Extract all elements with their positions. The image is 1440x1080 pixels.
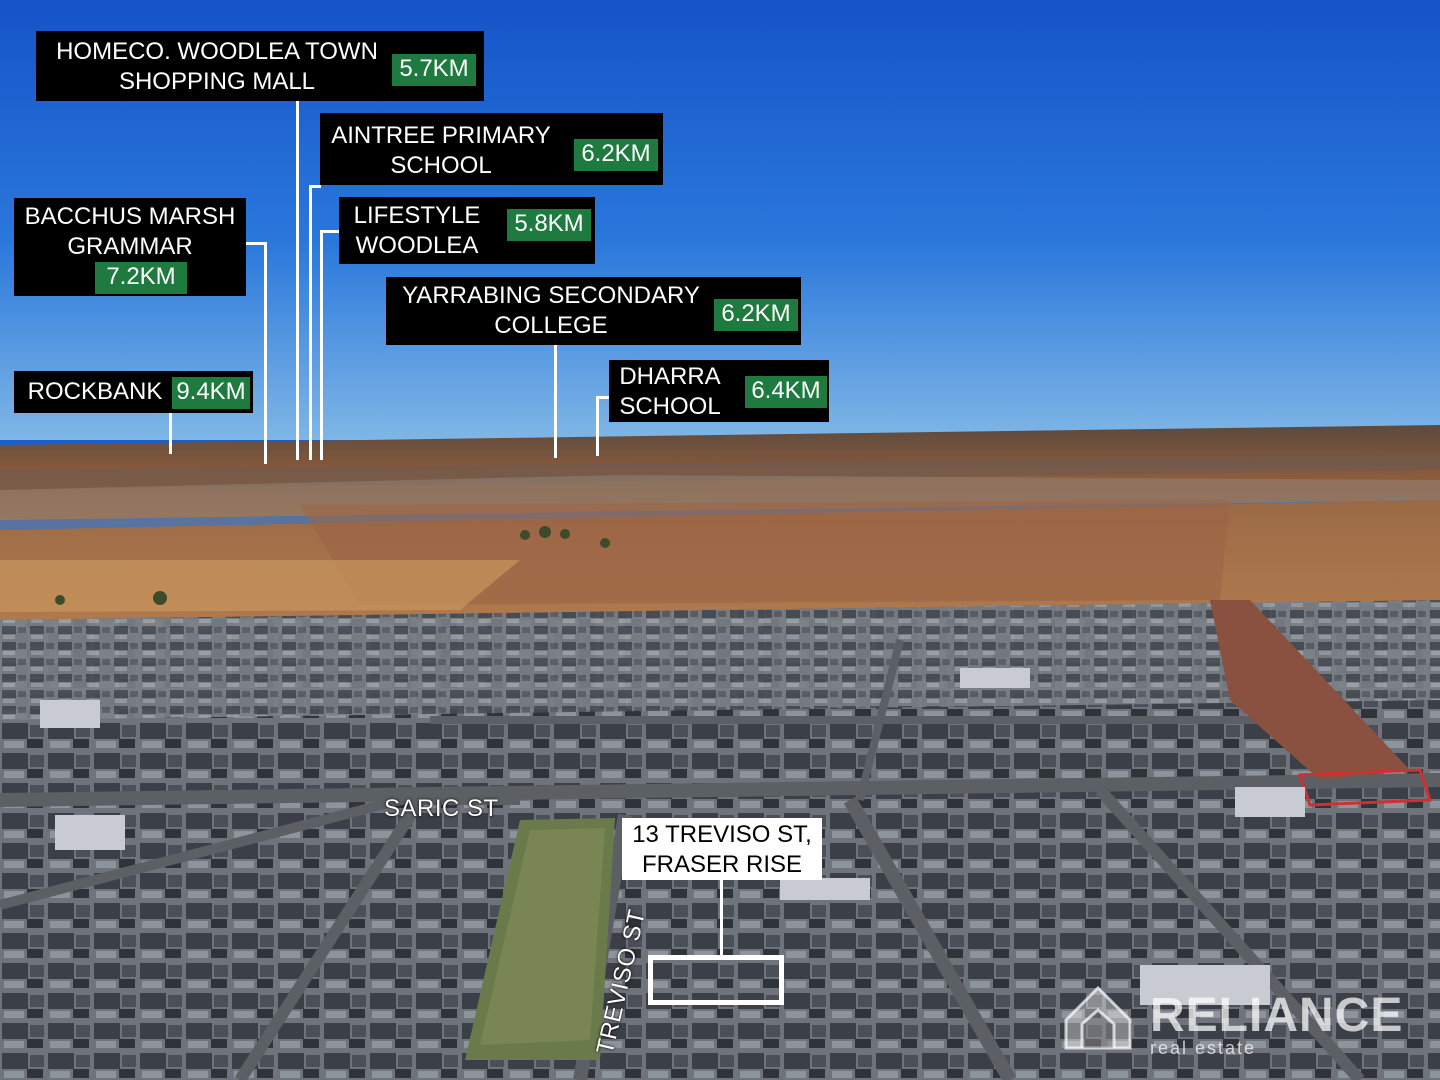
leader-line-dharra-tick: [596, 396, 610, 399]
leader-line-bacchus: [264, 242, 267, 464]
callout-name-line: WOODLEA: [355, 232, 479, 259]
leader-line-lifestyle-tick: [320, 230, 340, 233]
callout-name-line: SCHOOL: [619, 393, 721, 420]
callout-rockbank: ROCKBANK 9.4KM: [14, 371, 253, 413]
callout-homeco-woodlea: HOMECO. WOODLEA TOWN SHOPPING MALL 5.7KM: [36, 31, 484, 101]
leader-line-aintree: [309, 185, 312, 460]
callout-name-line: BACCHUS MARSH: [24, 203, 236, 230]
street-label-saric: SARIC ST: [384, 795, 499, 822]
address-line-1: 13 TREVISO ST,: [632, 821, 812, 848]
house-icon: [1064, 985, 1132, 1050]
callout-distance: 6.2KM: [574, 139, 658, 171]
callout-distance: 5.8KM: [507, 209, 591, 241]
callout-name-line: HOMECO. WOODLEA TOWN: [56, 38, 378, 65]
callout-distance: 7.2KM: [95, 262, 187, 294]
callout-yarrabing-secondary: YARRABING SECONDARY COLLEGE 6.2KM: [386, 277, 801, 345]
callout-name: BACCHUS MARSH GRAMMAR: [14, 202, 246, 262]
address-line-2: FRASER RISE: [641, 851, 803, 878]
callout-name-line: DHARRA: [619, 363, 721, 390]
leader-line-lifestyle: [320, 230, 323, 460]
reliance-logo-watermark: RELIANCE real estate: [1062, 980, 1422, 1060]
leader-line-aintree-tick: [309, 185, 321, 188]
callout-name: YARRABING SECONDARY COLLEGE: [392, 281, 710, 341]
callout-name-line: SCHOOL: [390, 152, 492, 179]
callout-distance: 5.7KM: [392, 54, 476, 86]
callout-name: ROCKBANK: [27, 378, 163, 405]
callout-distance: 6.4KM: [745, 376, 827, 408]
callout-name-line: AINTREE PRIMARY: [331, 122, 551, 149]
leader-line-yarrabing: [554, 344, 557, 458]
logo-brand-text: RELIANCE: [1150, 989, 1404, 1042]
callout-name-line: SHOPPING MALL: [118, 68, 316, 95]
callout-dharra-school: DHARRA SCHOOL 6.4KM: [609, 360, 829, 422]
leader-line-homeco: [296, 100, 299, 460]
callout-lifestyle-woodlea: LIFESTYLE WOODLEA 5.8KM: [339, 197, 595, 264]
callout-name-line: YARRABING SECONDARY: [402, 282, 700, 309]
callout-name: AINTREE PRIMARY SCHOOL: [326, 121, 556, 181]
callout-name: HOMECO. WOODLEA TOWN SHOPPING MALL: [44, 37, 390, 97]
callout-distance: 9.4KM: [172, 377, 250, 409]
callout-distance: 6.2KM: [714, 299, 798, 331]
leader-line-bacchus-tick: [245, 242, 267, 245]
callout-name: LIFESTYLE WOODLEA: [339, 201, 495, 261]
leader-line-rockbank: [169, 412, 172, 454]
leader-line-dharra: [596, 396, 599, 456]
callout-name: DHARRA SCHOOL: [609, 362, 731, 422]
callout-aintree-primary: AINTREE PRIMARY SCHOOL 6.2KM: [320, 113, 663, 185]
logo-tagline-text: real estate: [1150, 1038, 1257, 1058]
callout-bacchus-marsh-grammar: BACCHUS MARSH GRAMMAR 7.2KM: [14, 198, 246, 296]
callout-name-line: COLLEGE: [494, 312, 608, 339]
callout-name-line: LIFESTYLE: [353, 202, 481, 229]
property-address-label: 13 TREVISO ST, FRASER RISE: [622, 818, 822, 880]
callout-name-line: GRAMMAR: [67, 233, 193, 260]
property-leader-line: [720, 880, 723, 956]
property-lot-outline: [648, 955, 784, 1005]
